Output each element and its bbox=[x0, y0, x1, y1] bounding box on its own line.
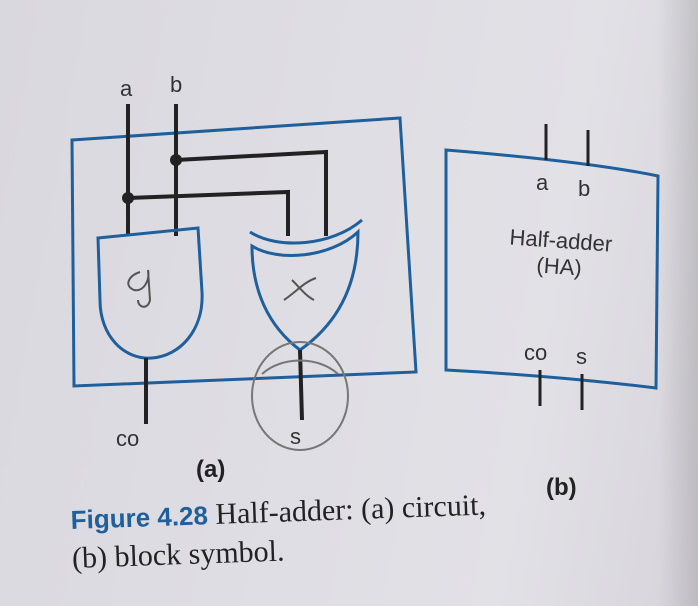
ha-input-b-label: b bbox=[578, 176, 591, 201]
page-edge-shadow bbox=[658, 0, 698, 606]
output-s-label: s bbox=[290, 424, 301, 449]
xor-gate-extra-arc bbox=[249, 218, 363, 245]
ha-title: Half-adder (HA) bbox=[478, 222, 641, 285]
xor-gate-body bbox=[250, 228, 360, 352]
circuit-boundary-box bbox=[70, 116, 418, 388]
sublabel-b: (b) bbox=[546, 474, 577, 501]
wire-a-to-xor bbox=[127, 189, 290, 236]
junction-dot-b bbox=[170, 154, 182, 166]
figure-label: Figure 4.28 bbox=[70, 500, 209, 535]
wire-b-to-xor bbox=[175, 149, 328, 236]
input-b-label: b bbox=[170, 72, 183, 97]
pencil-arc-scribble bbox=[261, 359, 339, 375]
pencil-y-mark bbox=[127, 269, 152, 308]
ha-output-co-label: co bbox=[524, 340, 548, 365]
junction-dot-a bbox=[122, 192, 134, 204]
sublabel-a: (a) bbox=[196, 456, 226, 483]
pencil-x-mark bbox=[283, 277, 317, 301]
ha-input-a-label: a bbox=[536, 170, 549, 195]
pencil-circle-around-s bbox=[251, 341, 349, 451]
ha-block-box bbox=[444, 148, 660, 390]
ha-output-s-label: s bbox=[576, 344, 587, 369]
and-gate bbox=[96, 226, 204, 360]
caption-text-line1: Half-adder: (a) circuit, bbox=[207, 488, 487, 532]
input-a-label: a bbox=[120, 76, 133, 101]
wire-s-output bbox=[298, 349, 304, 421]
output-co-label: co bbox=[116, 426, 140, 451]
